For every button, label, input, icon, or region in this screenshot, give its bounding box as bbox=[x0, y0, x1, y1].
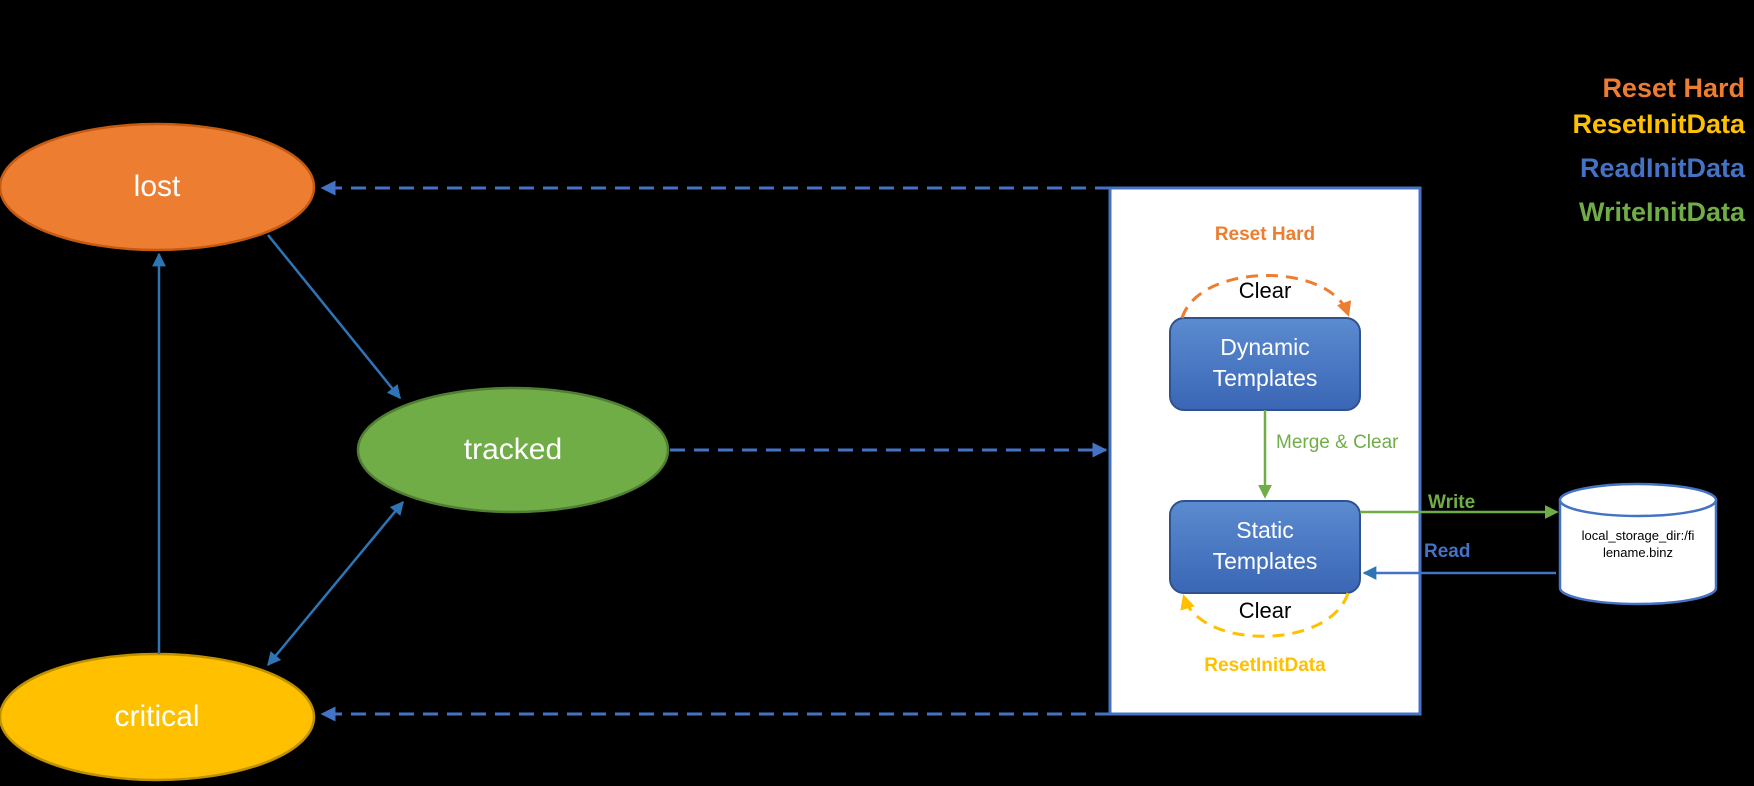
legend-item-readinitdata: ReadInitData bbox=[1579, 153, 1745, 183]
state-node-critical[interactable] bbox=[0, 652, 316, 782]
state-node-tracked[interactable] bbox=[356, 386, 670, 514]
state-label-tracked: tracked bbox=[463, 433, 563, 466]
panel-title-reset-hard: Reset Hard bbox=[1214, 224, 1316, 245]
edge-label-write: Write bbox=[1428, 492, 1476, 513]
arc-label-dynamic-clear: Clear bbox=[1238, 278, 1292, 303]
panel-title-resetinitdata: ResetInitData bbox=[1204, 655, 1326, 676]
storage-label-line2: lename.binz bbox=[1602, 545, 1674, 560]
edge-label-read: Read bbox=[1424, 541, 1471, 562]
box-label-dynamic-templates-line1: Dynamic bbox=[1220, 334, 1310, 360]
legend-item-reset-hard: Reset Hard bbox=[1602, 73, 1745, 103]
state-node-lost[interactable] bbox=[0, 122, 316, 252]
edge-critical-tracked-bidirectional bbox=[267, 500, 404, 667]
legend: Reset Hard ResetInitData ReadInitData Wr… bbox=[1515, 70, 1745, 230]
storage-label-line1: local_storage_dir:/fi bbox=[1581, 528, 1695, 543]
arc-label-static-clear: Clear bbox=[1238, 598, 1292, 623]
box-label-static-templates-line2: Templates bbox=[1212, 548, 1318, 574]
storage-cylinder-top bbox=[1558, 482, 1718, 518]
box-label-static-templates-line1: Static bbox=[1236, 517, 1294, 543]
legend-item-resetinitdata: ResetInitData bbox=[1572, 109, 1745, 139]
box-static-templates[interactable] bbox=[1169, 500, 1361, 594]
storage-cylinder-body[interactable] bbox=[1558, 498, 1718, 606]
edge-label-merge-and-clear: Merge & Clear bbox=[1276, 432, 1399, 453]
edge-lost-to-tracked bbox=[267, 234, 401, 400]
arc-dynamic-clear bbox=[1180, 274, 1352, 319]
state-label-critical: critical bbox=[114, 700, 200, 733]
box-label-dynamic-templates-line2: Templates bbox=[1212, 365, 1318, 391]
arc-static-clear bbox=[1180, 592, 1350, 638]
storage-label: local_storage_dir:/fi lename.binz bbox=[1568, 527, 1708, 561]
legend-item-writeinitdata: WriteInitData bbox=[1578, 197, 1745, 227]
state-label-lost: lost bbox=[133, 170, 181, 203]
